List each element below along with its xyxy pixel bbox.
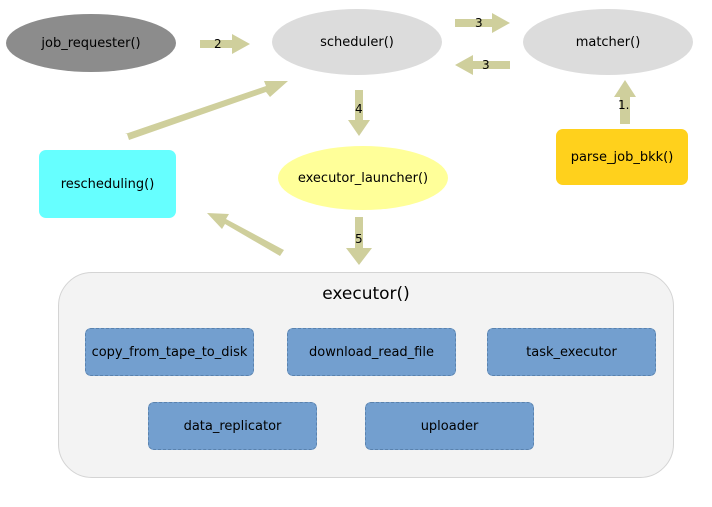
arrow-launcher-to-executor [346, 217, 372, 265]
task-label: copy_from_tape_to_disk [91, 344, 248, 360]
edge-label-4: 4 [355, 102, 363, 116]
task-copy-from-tape-to-disk: copy_from_tape_to_disk [85, 328, 254, 376]
rescheduling-label: rescheduling() [60, 176, 155, 192]
edge-label-5: 5 [355, 232, 363, 246]
edge-label-3-back: 3 [482, 58, 490, 72]
arrow-job-to-scheduler [200, 34, 250, 54]
matcher-label: matcher() [575, 34, 641, 50]
scheduler-node: scheduler() [272, 9, 442, 75]
arrow-matcher-to-scheduler [455, 55, 510, 75]
executor-launcher-label: executor_launcher() [297, 170, 429, 186]
job-requester-node: job_requester() [6, 14, 176, 72]
task-data-replicator: data_replicator [148, 402, 317, 450]
task-uploader: uploader [365, 402, 534, 450]
task-label: download_read_file [309, 344, 434, 360]
matcher-node: matcher() [523, 9, 693, 75]
arrow-executor-to-rescheduling [207, 213, 284, 256]
task-download-read-file: download_read_file [287, 328, 456, 376]
edge-label-2: 2 [214, 37, 222, 51]
arrow-scheduler-to-launcher [348, 90, 370, 136]
edge-label-3-forward: 3 [475, 16, 483, 30]
arrow-parse-to-matcher [614, 80, 636, 124]
executor-launcher-node: executor_launcher() [278, 146, 448, 210]
arrow-scheduler-to-matcher [455, 13, 510, 33]
task-label: data_replicator [183, 418, 282, 434]
task-label: task_executor [526, 344, 617, 360]
edge-label-1: 1. [618, 98, 630, 112]
job-requester-label: job_requester() [41, 35, 141, 51]
scheduler-label: scheduler() [320, 34, 394, 50]
parse-job-bkk-label: parse_job_bkk() [570, 149, 674, 165]
parse-job-bkk-node: parse_job_bkk() [556, 129, 688, 185]
arrow-rescheduling-to-scheduler [125, 81, 288, 140]
rescheduling-node: rescheduling() [39, 150, 176, 218]
executor-title: executor() [322, 284, 410, 304]
task-label: uploader [420, 418, 479, 434]
task-task-executor: task_executor [487, 328, 656, 376]
